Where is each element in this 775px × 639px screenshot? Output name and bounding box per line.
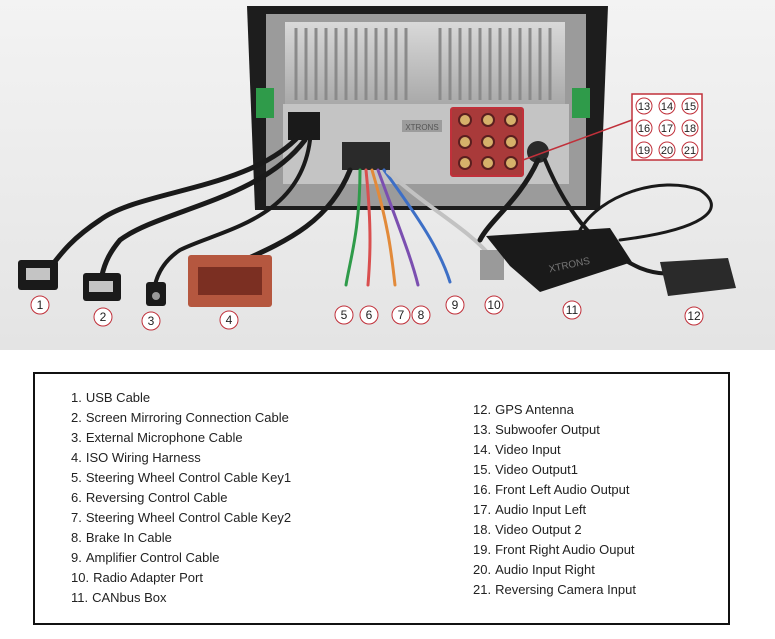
callout-12: 12 xyxy=(684,306,704,326)
callout-3: 3 xyxy=(141,311,161,331)
antenna-jack xyxy=(527,141,549,163)
callout-2: 2 xyxy=(93,307,113,327)
callouts: 1 2 3 4 5 6 7 8 9 10 11 12 xyxy=(30,295,704,331)
svg-text:15: 15 xyxy=(684,101,696,113)
inset-15: 15 xyxy=(681,97,699,115)
legend-item-18: 18.Video Output 2 xyxy=(473,522,582,537)
connectors: XTRONS xyxy=(18,228,736,307)
cables xyxy=(47,132,713,287)
inset-18: 18 xyxy=(681,119,699,137)
legend-item-17: 17.Audio Input Left xyxy=(473,502,587,517)
inset-19: 19 xyxy=(635,141,653,159)
callout-6: 6 xyxy=(359,305,379,325)
legend-item-6: 6.Reversing Control Cable xyxy=(71,490,228,505)
svg-text:20: 20 xyxy=(661,145,673,157)
svg-text:9: 9 xyxy=(452,298,459,312)
svg-text:3: 3 xyxy=(148,314,155,328)
svg-text:10: 10 xyxy=(487,298,501,312)
legend-item-15: 15.Video Output1 xyxy=(473,462,578,477)
inset-13: 13 xyxy=(635,97,653,115)
svg-text:11: 11 xyxy=(566,303,579,317)
inset-20: 20 xyxy=(658,141,676,159)
product-photo: XTRONS XTRONS xyxy=(0,0,775,350)
legend-item-2: 2.Screen Mirroring Connection Cable xyxy=(71,410,289,425)
callout-4: 4 xyxy=(219,310,239,330)
svg-text:1: 1 xyxy=(37,298,44,312)
brand-label-unit: XTRONS xyxy=(405,123,438,132)
callout-7: 7 xyxy=(391,305,411,325)
callout-11: 11 xyxy=(562,300,582,320)
inset-16: 16 xyxy=(635,119,653,137)
svg-text:19: 19 xyxy=(638,145,650,157)
svg-text:8: 8 xyxy=(418,308,425,322)
iso-socket xyxy=(342,142,390,170)
legend-item-14: 14.Video Input xyxy=(473,442,561,457)
legend-item-13: 13.Subwoofer Output xyxy=(473,422,600,437)
svg-text:5: 5 xyxy=(341,308,348,322)
legend-item-3: 3.External Microphone Cable xyxy=(71,430,243,445)
legend-item-21: 21.Reversing Camera Input xyxy=(473,582,636,597)
svg-text:2: 2 xyxy=(100,310,107,324)
heatsink xyxy=(285,22,565,104)
gps-antenna-icon xyxy=(660,258,736,296)
legend-item-19: 19.Front Right Audio Ouput xyxy=(473,542,635,557)
legend-item-9: 9.Amplifier Control Cable xyxy=(71,550,220,565)
inset-21: 21 xyxy=(681,141,699,159)
callout-10: 10 xyxy=(484,295,504,315)
legend-item-7: 7.Steering Wheel Control Cable Key2 xyxy=(71,510,292,525)
svg-text:13: 13 xyxy=(638,101,650,113)
rca-inset: 13 14 15 16 17 18 19 20 21 xyxy=(522,93,703,161)
legend-item-1: 1.USB Cable xyxy=(71,390,151,405)
svg-text:17: 17 xyxy=(661,123,673,135)
legend-right-column: 12.GPS Antenna 13.Subwoofer Output 14.Vi… xyxy=(473,400,636,600)
callout-8: 8 xyxy=(411,305,431,325)
legend-box: 1.USB Cable 2.Screen Mirroring Connectio… xyxy=(33,372,730,625)
legend-item-11: 11.CANbus Box xyxy=(71,590,167,605)
legend-item-12: 12.GPS Antenna xyxy=(473,402,574,417)
svg-text:21: 21 xyxy=(684,145,696,157)
svg-text:14: 14 xyxy=(661,101,673,113)
svg-text:4: 4 xyxy=(226,313,233,327)
svg-text:6: 6 xyxy=(366,308,373,322)
legend-item-20: 20.Audio Input Right xyxy=(473,562,595,577)
svg-text:16: 16 xyxy=(638,123,650,135)
callout-1: 1 xyxy=(30,295,50,315)
legend-left-column: 1.USB Cable 2.Screen Mirroring Connectio… xyxy=(71,388,291,608)
inset-14: 14 xyxy=(658,97,676,115)
svg-text:18: 18 xyxy=(684,123,696,135)
legend-item-5: 5.Steering Wheel Control Cable Key1 xyxy=(71,470,292,485)
inset-17: 17 xyxy=(658,119,676,137)
svg-text:7: 7 xyxy=(398,308,405,322)
callout-5: 5 xyxy=(334,305,354,325)
legend-item-4: 4.ISO Wiring Harness xyxy=(71,450,201,465)
legend-item-8: 8.Brake In Cable xyxy=(71,530,172,545)
legend-item-10: 10.Radio Adapter Port xyxy=(71,570,203,585)
callout-9: 9 xyxy=(445,295,465,315)
legend-item-16: 16.Front Left Audio Output xyxy=(473,482,630,497)
svg-text:12: 12 xyxy=(687,309,701,323)
canbus-box xyxy=(486,228,632,292)
head-unit: XTRONS xyxy=(247,6,608,210)
radio-adapter-plug xyxy=(480,250,504,280)
